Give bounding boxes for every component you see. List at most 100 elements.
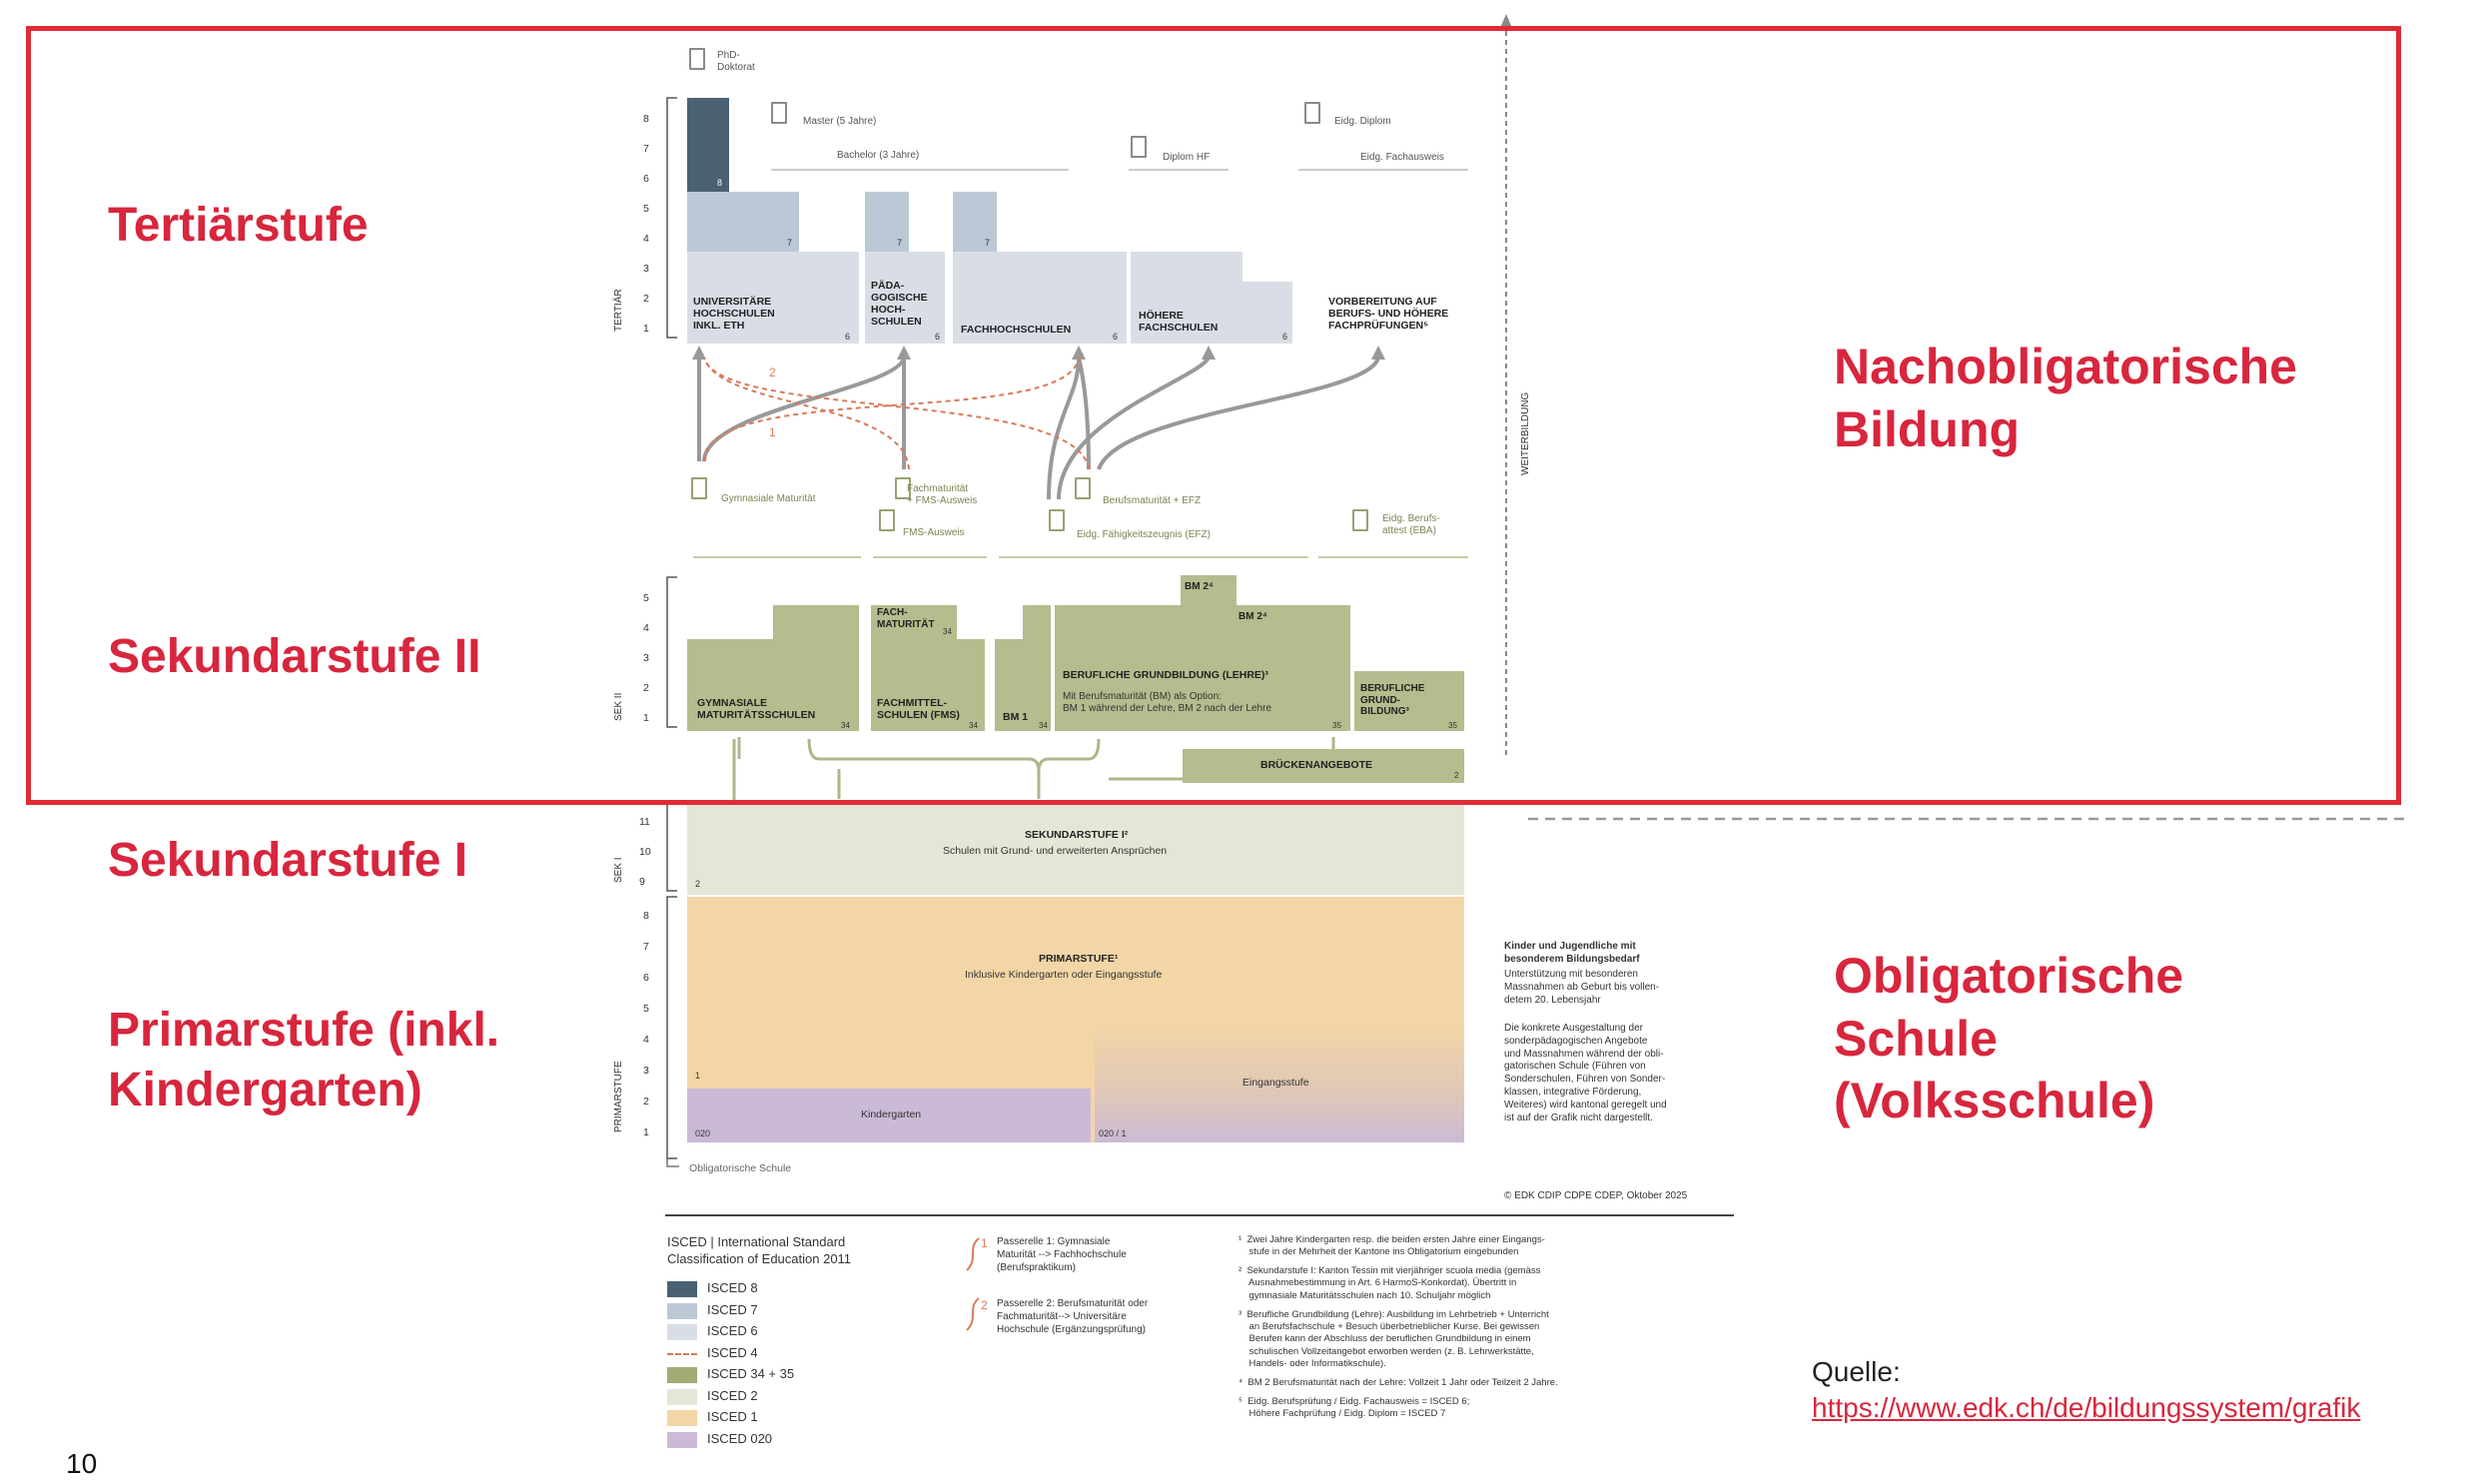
label-ob-line3: (Volksschule) <box>1834 1073 2155 1128</box>
axis-tick: 5 <box>643 1003 649 1015</box>
special-needs-p2: Die konkrete Ausgestaltung der sonderpäd… <box>1504 1023 1667 1123</box>
isced7-block-ph <box>865 192 909 252</box>
phd-label: PhD- Doktorat <box>717 50 755 73</box>
eingangsstufe-block <box>1095 1023 1464 1142</box>
passerelle-1-text: Passerelle 1: Gymnasiale Maturität --> F… <box>997 1236 1127 1273</box>
isced7-code-uni: 7 <box>787 238 793 248</box>
label-ob-line2: Schule <box>1834 1010 1998 1067</box>
axis-tick: 1 <box>643 712 649 724</box>
bm1-block-top <box>1023 605 1051 639</box>
copyright-divider <box>665 1214 1734 1216</box>
lehre-title: BERUFLICHE GRUNDBILDUNG (LEHRE)³ <box>1063 669 1268 681</box>
isced8-code: 8 <box>717 178 723 188</box>
fms-block <box>871 639 985 731</box>
axis-tick: 2 <box>643 1096 649 1108</box>
passerelle-2-text: Passerelle 2: Berufsmaturität oder Fachm… <box>997 1298 1149 1335</box>
axis-label-sek1: SEK I <box>613 857 624 883</box>
legend-label: ISCED 34 + 35 <box>707 1366 795 1381</box>
ph-code: 6 <box>935 332 941 342</box>
axis-tick: 2 <box>643 293 649 305</box>
fms-label: FACHMITTEL- SCHULEN (FMS) <box>877 697 960 722</box>
eidg-diplom-label: Eidg. Diplom <box>1334 116 1391 127</box>
lehre-block <box>1055 605 1350 731</box>
gym-block-top <box>773 605 859 639</box>
axis-tick: 2 <box>643 682 649 694</box>
legend-title: ISCED | International Standard Classific… <box>667 1234 852 1266</box>
hf-label: HÖHERE FACHSCHULEN <box>1139 310 1219 335</box>
eingangsstufe-code: 020 / 1 <box>1099 1128 1127 1138</box>
footnote: ⁴ BM 2 Berufsmaturität nach der Lehre: V… <box>1239 1377 1558 1388</box>
eba-icon <box>1352 509 1368 531</box>
fms-code: 34 <box>969 721 978 730</box>
legend-swatch <box>667 1302 697 1319</box>
hf-code: 6 <box>1282 332 1288 342</box>
kindergarten-block <box>687 1089 1091 1142</box>
footnote: ⁵ Eidg. Berufsprüfung / Eidg. Fachauswei… <box>1239 1395 1470 1419</box>
legend-item: ISCED 6 <box>667 1323 827 1341</box>
obligatorische-schule-label: Obligatorische Schule <box>689 1162 792 1174</box>
axis-tick: 1 <box>643 1126 649 1138</box>
phd-document-icon <box>689 48 705 70</box>
ph-label: PÄDA- GOGISCHE HOCH- SCHULEN <box>871 280 928 329</box>
berufliche-grundbildung-code: 35 <box>1448 721 1457 730</box>
master-document-icon <box>771 102 787 124</box>
sek1-block <box>687 803 1464 895</box>
eidg-fachausweis-label: Eidg. Fachausweis <box>1360 152 1444 163</box>
uni-code: 6 <box>845 332 851 342</box>
legend-label: ISCED 8 <box>707 1280 758 1295</box>
page-number: 10 <box>66 1448 98 1479</box>
label-nachob-line2: Bildung <box>1834 400 2021 457</box>
fh-label: FACHHOCHSCHULEN <box>961 324 1072 336</box>
axis-tick: 3 <box>643 263 649 275</box>
brueckenangebote-code: 2 <box>1454 771 1459 780</box>
berufsmaturitaet-label: Berufsmaturität + EFZ <box>1103 495 1202 506</box>
primar-subtitle: Inklusive Kindergarten oder Eingangsstuf… <box>965 969 1163 981</box>
axis-tick: 9 <box>639 876 645 888</box>
berufliche-grundbildung-block <box>1354 671 1464 731</box>
gym-maturitaet-icon <box>691 477 707 499</box>
isced7-block-fh <box>953 192 997 252</box>
legend-swatch <box>667 1431 697 1448</box>
fms-ausweis-icon <box>879 509 895 531</box>
sek1-code: 2 <box>695 879 701 889</box>
fachmaturitaet-label: Fachmaturität + FMS-Ausweis <box>907 483 978 506</box>
axis-tick: 6 <box>643 972 649 984</box>
special-needs-title: Kinder und Jugendliche mit besonderem Bi… <box>1504 941 1640 965</box>
uni-label: UNIVERSITÄRE HOCHSCHULEN INKL. ETH <box>693 296 775 333</box>
source-label: Quelle: <box>1812 1356 1901 1387</box>
gym-maturitaet-label: Gymnasiale Maturität <box>721 493 816 504</box>
legend-item: ISCED 34 + 35 <box>667 1366 827 1384</box>
axis-tick: 4 <box>643 622 649 634</box>
diplom-hf-label: Diplom HF <box>1163 152 1211 163</box>
source-link[interactable]: https://www.edk.ch/de/bildungssystem/gra… <box>1812 1392 2361 1423</box>
fms-ausweis-label: FMS-Ausweis <box>903 527 965 538</box>
legend-swatch <box>667 1324 697 1340</box>
bachelor-label: Bachelor (3 Jahre) <box>837 150 920 161</box>
legend-label: ISCED 4 <box>707 1344 758 1360</box>
legend-label: ISCED 6 <box>707 1323 758 1338</box>
highlight-box-nachobligatorisch <box>26 26 2401 805</box>
fh-code: 6 <box>1113 332 1119 342</box>
eidg-diplom-document-icon <box>1304 102 1320 124</box>
isced7-code-fh: 7 <box>985 238 991 248</box>
label-obligatorische-schule: Obligatorische Schule (Volksschule) <box>1834 945 2183 1132</box>
bm1-block <box>995 639 1051 731</box>
vorbereitung-label: VORBEREITUNG AUF BERUFS- UND HÖHERE FACH… <box>1328 296 1449 333</box>
axis-tick: 7 <box>643 941 649 953</box>
uni-block <box>687 252 859 344</box>
label-nachob-line1: Nachobligatorische <box>1834 339 2297 394</box>
hf-block-step <box>1242 282 1292 344</box>
legend-label: ISCED 020 <box>707 1430 773 1446</box>
label-nachobligatorische-bildung: Nachobligatorische Bildung <box>1834 336 2297 460</box>
label-sekundarstufe-2: Sekundarstufe II <box>108 630 481 683</box>
footnote: ² Sekundarstufe I: Kanton Tessin mit vie… <box>1239 1265 1541 1301</box>
special-needs-p1: Unterstützung mit besonderen Massnahmen … <box>1504 969 1660 1006</box>
label-ob-line1: Obligatorische <box>1834 948 2184 1004</box>
bm2b-block <box>1235 605 1290 635</box>
fachmaturitaet-icon <box>895 477 911 499</box>
axis-tick: 4 <box>643 233 649 245</box>
